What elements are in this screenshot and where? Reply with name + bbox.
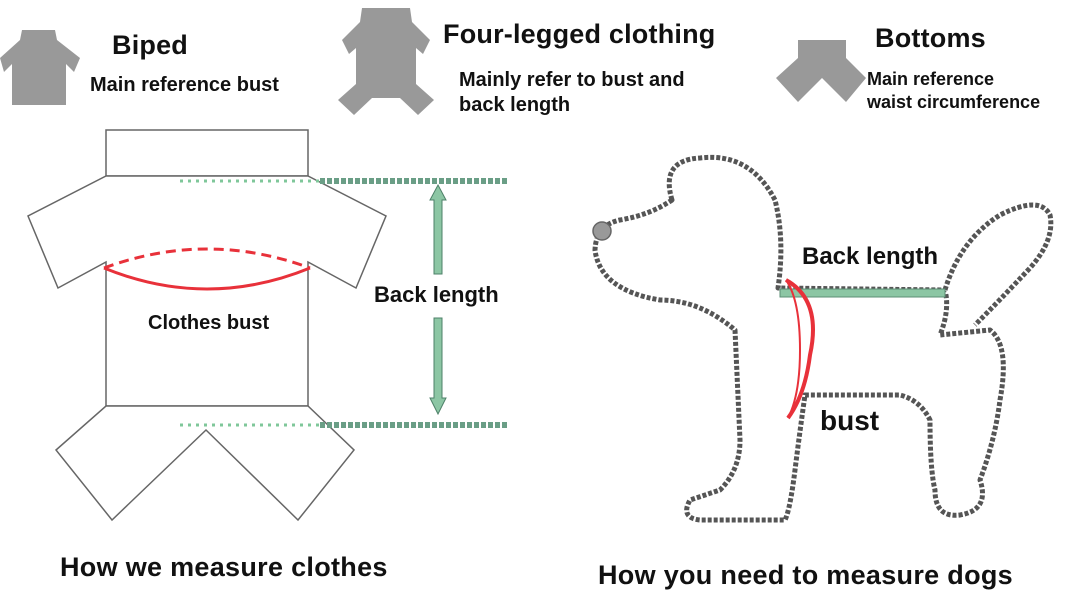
biped-shirt-icon: [0, 30, 80, 105]
dog-outline: [592, 154, 1054, 523]
four-legged-subtitle-1: Mainly refer to bust and: [459, 69, 685, 91]
four-legged-title: Four-legged clothing: [443, 19, 716, 49]
biped-subtitle: Main reference bust: [90, 74, 279, 96]
biped-title: Biped: [112, 30, 189, 60]
dog-back-length-line: [779, 288, 946, 298]
bottoms-subtitle-1: Main reference: [867, 69, 995, 89]
dog-nose: [592, 221, 612, 241]
dog-bust-label: bust: [820, 405, 880, 436]
bottoms-subtitle-2: waist circumference: [867, 92, 1041, 112]
clothes-bust-ellipse: [103, 247, 311, 291]
dog-back-length-label: Back length: [802, 243, 939, 270]
four-legged-subtitle-2: back length: [459, 94, 571, 116]
dog-caption: How you need to measure dogs: [598, 560, 1013, 590]
dog-bust-ring: [784, 278, 815, 420]
clothes-outline: [27, 129, 387, 522]
dog-bust-ring-inner: [785, 279, 802, 419]
four-legged-shirt-icon: [338, 8, 434, 115]
clothes-measure-dots: [180, 178, 508, 428]
back-length-arrow: [429, 183, 447, 416]
bottoms-icon: [776, 40, 866, 102]
clothes-caption: How we measure clothes: [60, 552, 388, 582]
clothes-back-length-label: Back length: [374, 282, 499, 307]
bottoms-title: Bottoms: [875, 23, 986, 53]
clothes-bust-label: Clothes bust: [148, 312, 270, 334]
